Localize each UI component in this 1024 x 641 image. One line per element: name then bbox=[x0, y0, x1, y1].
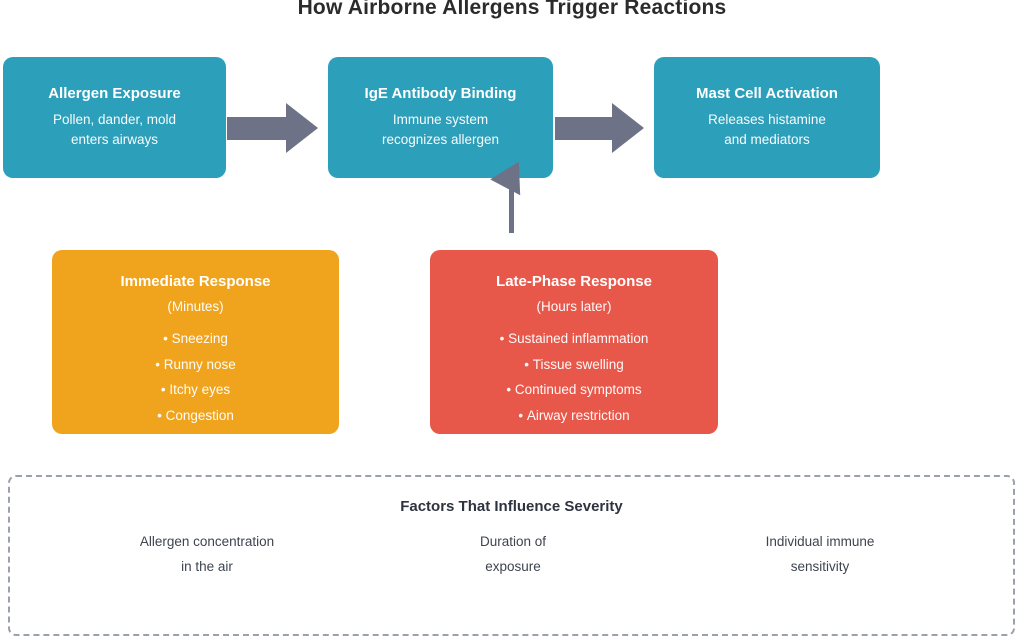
response-timing: (Minutes) bbox=[167, 299, 224, 314]
factor-line: Duration of bbox=[479, 534, 547, 549]
flow-step-title: Allergen Exposure bbox=[48, 85, 181, 102]
arrow-right-icon bbox=[555, 103, 645, 153]
response-item: Itchy eyes bbox=[52, 377, 339, 403]
response-item: Tissue swelling bbox=[430, 352, 718, 378]
factor-column-allergen-concentration: Allergen concentration in the air bbox=[57, 529, 357, 579]
response-list: Sustained inflammation Tissue swelling C… bbox=[430, 326, 718, 428]
flow-step-description-line: recognizes allergen bbox=[381, 132, 500, 147]
arrow-head bbox=[286, 103, 318, 153]
factor-column-individual-immune-sensitivity: Individual immune sensitivity bbox=[670, 529, 970, 579]
response-item: Sneezing bbox=[52, 326, 339, 352]
response-timing: (Hours later) bbox=[536, 299, 612, 314]
flow-step-description-line: Pollen, dander, mold bbox=[52, 112, 177, 127]
flow-step-title: Mast Cell Activation bbox=[696, 85, 838, 102]
response-list: Sneezing Runny nose Itchy eyes Congestio… bbox=[52, 326, 339, 428]
response-item: Congestion bbox=[52, 403, 339, 429]
flow-step-allergen-exposure: Allergen Exposure Pollen, dander, mold e… bbox=[3, 57, 226, 178]
flow-step-description-line: Releases histamine bbox=[708, 112, 826, 127]
factor-line: exposure bbox=[485, 559, 541, 574]
response-item: Sustained inflammation bbox=[430, 326, 718, 352]
flow-step-title: IgE Antibody Binding bbox=[364, 85, 517, 102]
flow-step-description-line: enters airways bbox=[70, 132, 159, 147]
factor-line: in the air bbox=[181, 559, 233, 574]
diagram-title: How Airborne Allergens Trigger Reactions bbox=[297, 0, 727, 19]
flow-step-description-line: Immune system bbox=[392, 112, 489, 127]
flow-step-mast-cell-activation: Mast Cell Activation Releases histamine … bbox=[654, 57, 880, 178]
arrow-head bbox=[612, 103, 644, 153]
response-box-immediate: Immediate Response (Minutes) Sneezing Ru… bbox=[52, 250, 339, 434]
response-item: Runny nose bbox=[52, 352, 339, 378]
factor-column-duration-of-exposure: Duration of exposure bbox=[363, 529, 663, 579]
factors-title: Factors That Influence Severity bbox=[400, 498, 623, 515]
flow-step-ige-antibody-binding: IgE Antibody Binding Immune system recog… bbox=[328, 57, 553, 178]
factor-line: sensitivity bbox=[790, 559, 850, 574]
response-title: Late-Phase Response bbox=[496, 273, 652, 290]
arrow-stem bbox=[227, 117, 287, 140]
factors-panel: Factors That Influence Severity Allergen… bbox=[8, 475, 1015, 636]
response-title: Immediate Response bbox=[120, 273, 271, 290]
response-item: Airway restriction bbox=[430, 403, 718, 429]
response-item: Continued symptoms bbox=[430, 377, 718, 403]
arrow-stem bbox=[555, 117, 613, 140]
arrow-right-icon bbox=[227, 103, 318, 153]
response-box-late-phase: Late-Phase Response (Hours later) Sustai… bbox=[430, 250, 718, 434]
arrow-up-stem bbox=[509, 183, 514, 233]
factor-line: Individual immune bbox=[765, 534, 875, 549]
factor-line: Allergen concentration bbox=[139, 534, 275, 549]
flow-step-description-line: and mediators bbox=[724, 132, 810, 147]
